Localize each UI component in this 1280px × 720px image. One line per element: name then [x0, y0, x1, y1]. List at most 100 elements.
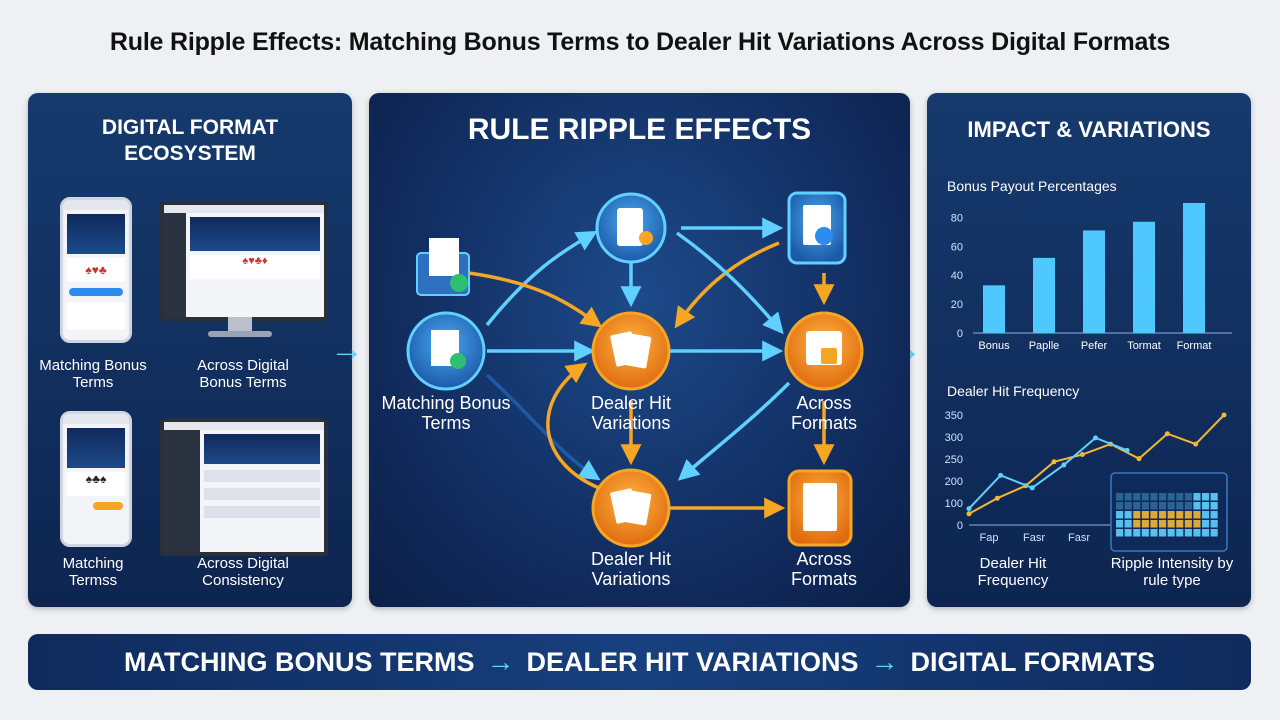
heatmap-cell [1124, 502, 1132, 510]
heatmap-cell [1141, 520, 1149, 528]
label-matching-termss: Matching Termss [62, 555, 124, 589]
banner-part-matching: MATCHING BONUS TERMS [124, 646, 475, 677]
heatmap-cell [1184, 511, 1192, 519]
node-matching-bonus-terms [406, 311, 486, 391]
line-x-tick: Fasr [1023, 532, 1045, 544]
line-x-tick: Fap [980, 532, 999, 544]
heatmap-cell [1193, 511, 1201, 519]
line-y-tick: 0 [957, 520, 963, 532]
heatmap-cell [1116, 502, 1124, 510]
heatmap-cell [1202, 520, 1210, 528]
heatmap-cell [1167, 502, 1175, 510]
heatmap-cell [1184, 520, 1192, 528]
node-verified-phone [787, 191, 847, 265]
heatmap-cell [1210, 529, 1218, 537]
line-point [1193, 441, 1199, 447]
bar-y-tick: 0 [957, 328, 963, 340]
node-document-icon [416, 238, 470, 296]
heatmap-cell [1176, 520, 1184, 528]
heatmap-cell [1193, 493, 1201, 501]
heatmap-cell [1202, 529, 1210, 537]
rule-ripple-panel: RULE RIPPLE EFFECTS [369, 93, 910, 607]
heatmap-cell [1176, 511, 1184, 519]
heatmap-cell [1167, 511, 1175, 519]
phone-device: ♠♥♣ [60, 197, 132, 343]
desktop-monitor: ♠♥♣♦ [160, 201, 328, 321]
heatmap-cell [1167, 520, 1175, 528]
label-dealer-hit-variations: Dealer Hit Variations [590, 393, 672, 433]
heatmap-cell [1116, 511, 1124, 519]
label-ripple-intensity: Ripple Intensity by rule type [1110, 555, 1234, 589]
bar [1083, 230, 1105, 333]
heatmap-cell [1133, 520, 1141, 528]
heatmap-cell [1184, 502, 1192, 510]
label-across-formats: Across Formats [790, 549, 857, 589]
node-dealer-hit-cards-2 [591, 468, 671, 548]
bar-x-tick: Paplle [1029, 340, 1060, 352]
banner-part-formats: DIGITAL FORMATS [910, 646, 1155, 677]
heatmap-cell [1159, 529, 1167, 537]
node-across-formats-2 [787, 469, 853, 547]
line-point [1079, 452, 1085, 458]
heatmap-cell [1124, 529, 1132, 537]
heatmap-cell [1210, 520, 1218, 528]
heatmap-cell [1210, 502, 1218, 510]
bar-y-tick: 60 [951, 241, 963, 253]
line-point [1051, 459, 1057, 465]
heatmap-cell [1210, 511, 1218, 519]
heatmap-cell [1176, 529, 1184, 537]
label-matching-bonus-terms: Matching Bonus Terms [39, 357, 147, 391]
heatmap-cell [1193, 529, 1201, 537]
banner-part-dealer: DEALER HIT VARIATIONS [526, 646, 859, 677]
bar [1033, 257, 1055, 333]
heatmap-cell [1176, 493, 1184, 501]
line-point [1221, 412, 1227, 418]
heatmap-cell [1133, 493, 1141, 501]
heatmap-cell [1133, 529, 1141, 537]
heatmap-cell [1116, 520, 1124, 528]
heatmap-cell [1133, 511, 1141, 519]
label-dealer-hit-frequency: Dealer Hit Frequency [977, 555, 1049, 589]
heatmap-cell [1184, 529, 1192, 537]
line-chart-title: Dealer Hit Frequency [947, 383, 1079, 399]
desktop-monitor [160, 418, 328, 556]
heatmap-cell [1202, 511, 1210, 519]
card-icon: ♠♥♣♦ [190, 255, 320, 279]
heatmap-cell [1150, 520, 1158, 528]
heatmap-cell [1150, 529, 1158, 537]
bar [983, 285, 1005, 333]
heatmap-cell [1159, 493, 1167, 501]
node-checklist-tablet [595, 192, 667, 264]
line-point [998, 472, 1004, 478]
heatmap-cell [1116, 493, 1124, 501]
heatmap-cell [1159, 511, 1167, 519]
label-matching-bonus-terms: Matching Bonus Terms [381, 393, 511, 433]
bar [1133, 221, 1155, 333]
bar-y-tick: 20 [951, 299, 963, 311]
card-icon: ♠♣♠ [67, 472, 125, 496]
heatmap-cell [1159, 520, 1167, 528]
bar [1183, 203, 1205, 333]
label-across-digital-consistency: Across Digital Consistency [197, 555, 289, 589]
bar-chart-title: Bonus Payout Percentages [947, 178, 1117, 194]
line-y-tick: 350 [945, 410, 963, 422]
line-series [968, 414, 1225, 515]
node-across-formats-1 [784, 311, 864, 391]
bar-x-tick: Pefer [1081, 340, 1108, 352]
bar-x-tick: Bonus [978, 340, 1010, 352]
line-point [1164, 431, 1170, 437]
line-point [1029, 485, 1035, 491]
cta-button-graphic [69, 288, 123, 296]
line-point [1136, 456, 1142, 462]
cta-button-graphic [93, 502, 123, 510]
left-panel-title: DIGITAL FORMAT ECOSYSTEM [101, 116, 279, 165]
heatmap-cell [1141, 493, 1149, 501]
monitor-base [208, 331, 272, 337]
bar-x-tick: Format [1177, 340, 1212, 352]
heatmap-cell [1150, 511, 1158, 519]
heatmap-cell [1150, 502, 1158, 510]
right-panel-title: IMPACT & VARIATIONS [967, 117, 1211, 142]
line-point [1124, 447, 1130, 453]
line-y-tick: 250 [945, 454, 963, 466]
